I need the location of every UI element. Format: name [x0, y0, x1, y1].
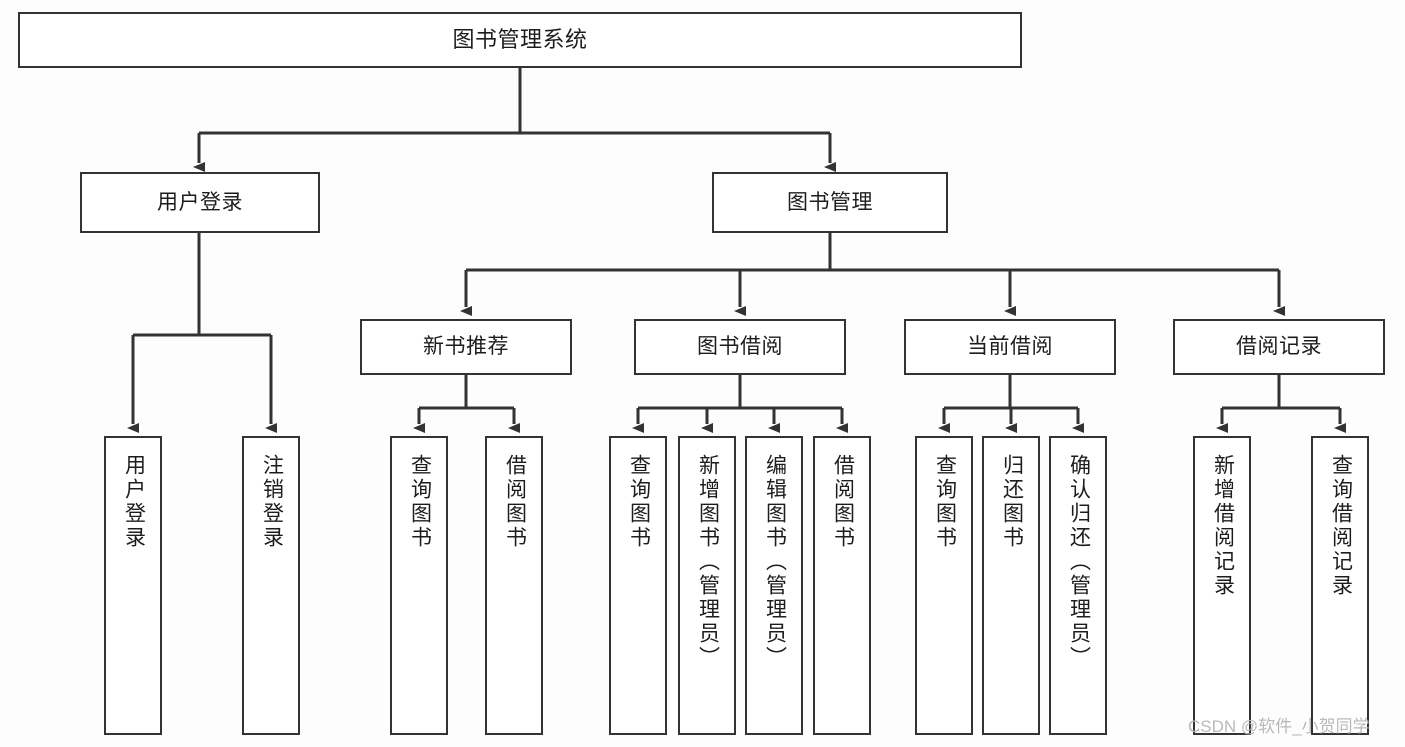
node-label: 归还图书: [1000, 454, 1024, 550]
node-label: 当前借阅: [967, 335, 1053, 359]
node-leaf-borrow-book-recommend[interactable]: 借阅图书: [485, 436, 543, 735]
node-label: 编辑图书（管理员）: [763, 454, 787, 670]
node-current-borrow[interactable]: 当前借阅: [904, 319, 1116, 375]
node-label: 图书借阅: [697, 335, 783, 359]
node-leaf-borrow-book[interactable]: 借阅图书: [813, 436, 871, 735]
node-label: 新书推荐: [423, 335, 509, 359]
node-label: 查询图书: [627, 454, 651, 550]
node-leaf-return-book[interactable]: 归还图书: [982, 436, 1040, 735]
node-label: 借阅图书: [503, 454, 527, 550]
node-label: 查询图书: [933, 454, 957, 550]
node-label: 图书管理: [787, 190, 873, 214]
node-leaf-query-borrow-record[interactable]: 查询借阅记录: [1311, 436, 1369, 735]
node-label: 图书管理系统: [452, 26, 588, 52]
node-label: 用户登录: [122, 454, 146, 550]
node-borrow-records[interactable]: 借阅记录: [1173, 319, 1385, 375]
node-leaf-confirm-return-admin[interactable]: 确认归还（管理员）: [1049, 436, 1107, 735]
node-leaf-query-book-current[interactable]: 查询图书: [915, 436, 973, 735]
node-leaf-query-book-recommend[interactable]: 查询图书: [390, 436, 448, 735]
node-book-borrow[interactable]: 图书借阅: [634, 319, 846, 375]
node-leaf-logout[interactable]: 注销登录: [242, 436, 300, 735]
node-label: 用户登录: [157, 190, 243, 214]
node-root-library-system[interactable]: 图书管理系统: [18, 12, 1022, 68]
node-label: 确认归还（管理员）: [1067, 454, 1091, 670]
node-label: 新增图书（管理员）: [696, 454, 720, 670]
node-label: 查询借阅记录: [1329, 454, 1353, 598]
node-book-management[interactable]: 图书管理: [712, 172, 948, 233]
node-label: 新增借阅记录: [1211, 454, 1235, 598]
node-leaf-add-borrow-record[interactable]: 新增借阅记录: [1193, 436, 1251, 735]
node-label: 借阅图书: [831, 454, 855, 550]
node-new-book-recommend[interactable]: 新书推荐: [360, 319, 572, 375]
node-user-login[interactable]: 用户登录: [80, 172, 320, 233]
node-leaf-edit-book-admin[interactable]: 编辑图书（管理员）: [745, 436, 803, 735]
node-label: 注销登录: [260, 454, 284, 550]
node-leaf-add-book-admin[interactable]: 新增图书（管理员）: [678, 436, 736, 735]
node-label: 借阅记录: [1236, 335, 1322, 359]
node-leaf-user-login[interactable]: 用户登录: [104, 436, 162, 735]
node-leaf-query-book-borrow[interactable]: 查询图书: [609, 436, 667, 735]
node-label: 查询图书: [408, 454, 432, 550]
